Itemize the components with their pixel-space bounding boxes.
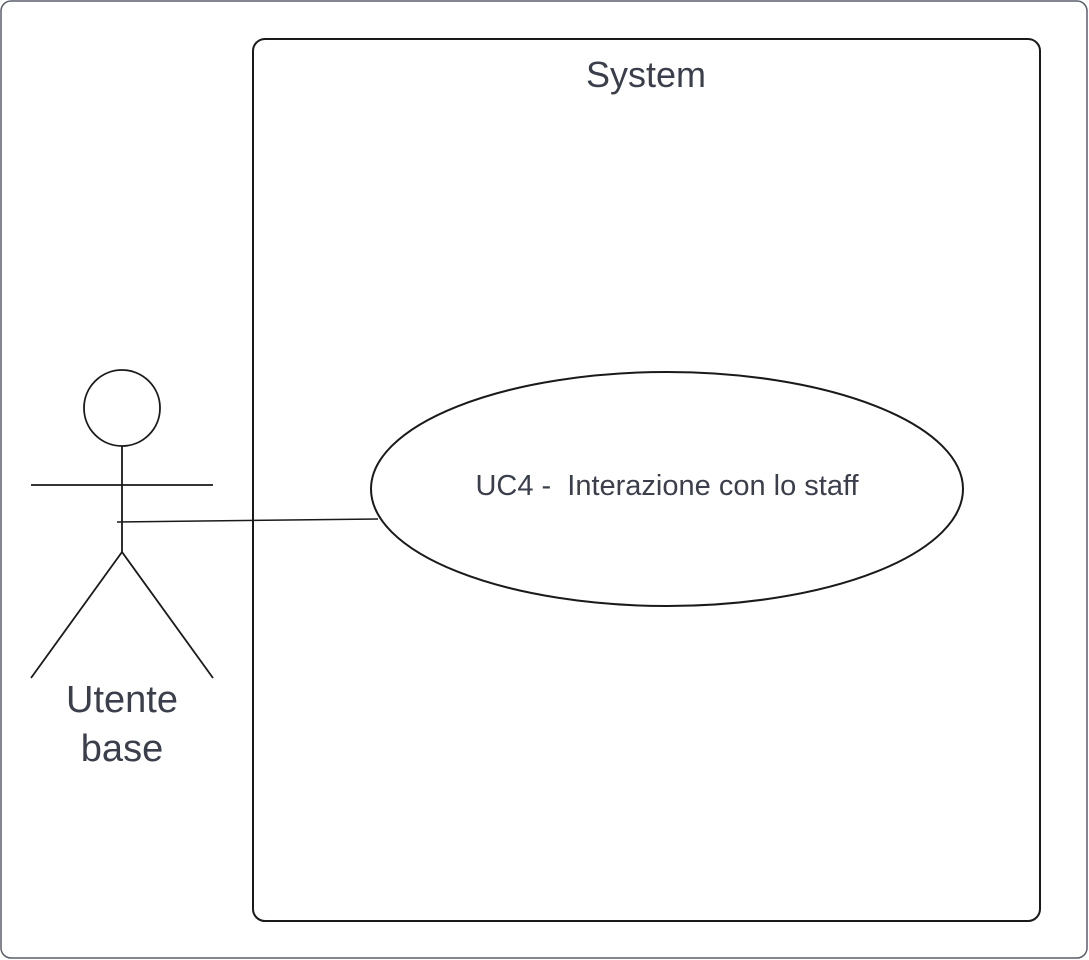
actor-head <box>83 369 161 447</box>
actor-figure[interactable] <box>30 369 214 679</box>
actor-name-line1: Utente <box>66 679 178 721</box>
actor-name-line2: base <box>81 728 163 770</box>
system-title: System <box>586 54 706 95</box>
use-case-ellipse[interactable] <box>370 371 964 607</box>
actor-left-leg <box>30 551 123 679</box>
use-case-label: UC4 - Interazione con lo staff <box>475 470 859 502</box>
association-line[interactable] <box>116 518 379 523</box>
actor-right-leg <box>121 551 214 679</box>
